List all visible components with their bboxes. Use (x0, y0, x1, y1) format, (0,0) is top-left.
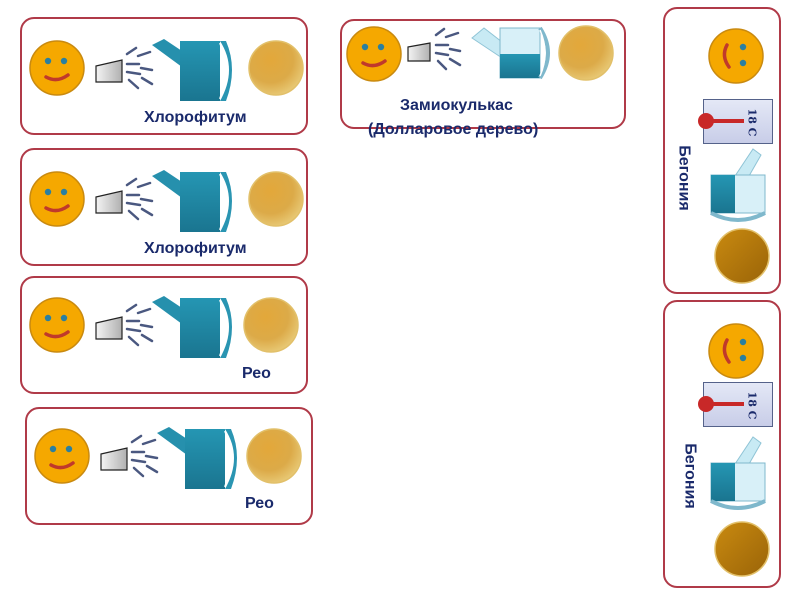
sun-disc-icon (557, 24, 615, 82)
watering-can-icon (464, 24, 554, 86)
sun-disc-icon (245, 427, 303, 485)
plant-label: Хлорофитум (144, 109, 247, 126)
watering-can-icon (152, 296, 242, 358)
spray-bottle-icon (94, 46, 164, 104)
plant-card-chlorophytum-1: Хлорофитум (20, 17, 308, 135)
plant-card-chlorophytum-2: Хлорофитум (20, 148, 308, 266)
smiley-icon (28, 170, 86, 228)
plant-label: Бегония (675, 145, 693, 211)
sun-disc-icon (247, 170, 305, 228)
spray-bottle-icon (406, 27, 476, 85)
plant-card-reo-2: Рео (25, 407, 313, 525)
plant-label: Хлорофитум (144, 240, 247, 257)
plant-label: Рео (245, 495, 274, 512)
smiley-icon (33, 427, 91, 485)
sun-disc-icon (713, 227, 771, 285)
watering-can-icon (152, 170, 242, 232)
watering-can-icon (705, 436, 775, 517)
plant-card-begonia-2: 18 C Бегония (663, 300, 781, 588)
watering-can-icon (152, 39, 242, 101)
plant-sublabel: (Долларовое дерево) (368, 121, 539, 138)
smiley-icon (707, 27, 765, 85)
watering-can-icon (157, 427, 247, 489)
smiley-icon (28, 296, 86, 354)
smiley-icon (28, 39, 86, 97)
spray-bottle-icon (94, 303, 164, 361)
spray-bottle-icon (99, 434, 169, 492)
spray-bottle-icon (94, 177, 164, 235)
smiley-icon (707, 322, 765, 380)
plant-label: Бегония (681, 443, 699, 509)
temperature-value: 18 C (745, 391, 759, 420)
plant-card-begonia-1: 18 C Бегония (663, 7, 781, 294)
sun-disc-icon (247, 39, 305, 97)
plant-card-reo-1: Рео (20, 276, 308, 394)
thermometer-icon: 18 C (698, 382, 773, 427)
sun-disc-icon (713, 520, 771, 578)
plant-card-zamioculcas: Замиокулькас (Долларовое дерево) (340, 19, 626, 138)
temperature-value: 18 C (745, 108, 759, 137)
thermometer-icon: 18 C (698, 99, 773, 144)
smiley-icon (345, 25, 403, 83)
watering-can-icon (705, 148, 775, 229)
plant-label: Замиокулькас (400, 97, 513, 114)
plant-label: Рео (242, 365, 271, 382)
sun-disc-icon (242, 296, 300, 354)
